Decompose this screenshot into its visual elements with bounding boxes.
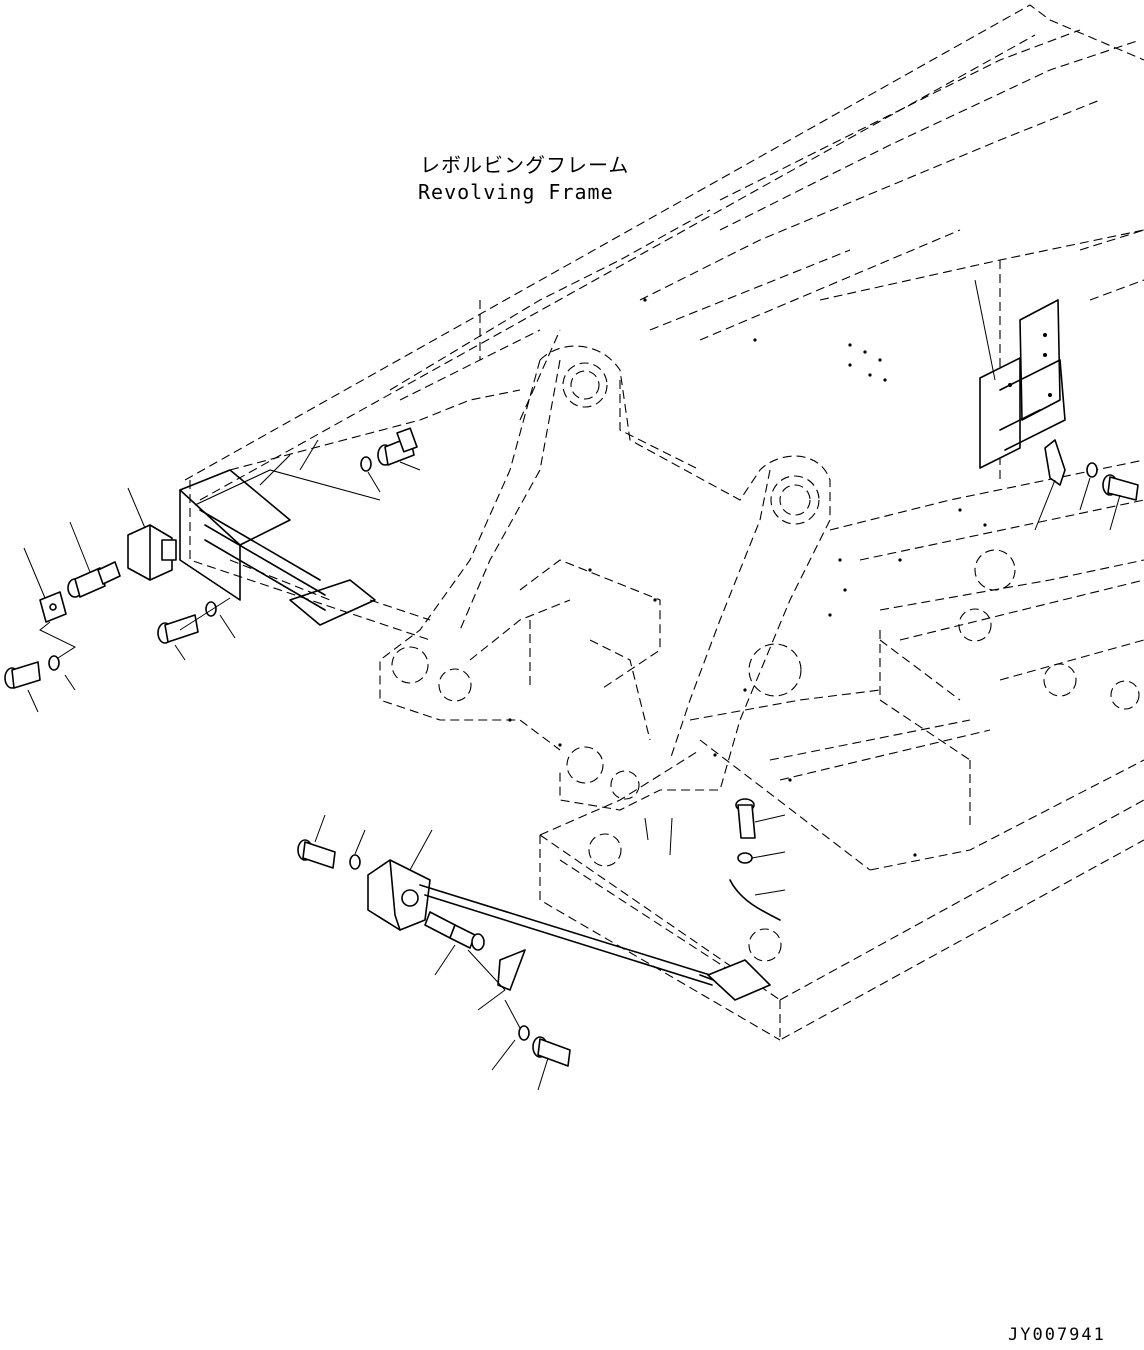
bolt-lower-1 bbox=[297, 839, 336, 869]
washer-top bbox=[360, 456, 372, 472]
bolt-left-1 bbox=[4, 661, 41, 689]
washer-lower-3 bbox=[737, 852, 753, 864]
switch-plug-lower bbox=[424, 911, 485, 951]
washer-left-1 bbox=[48, 655, 60, 671]
clip-right bbox=[1044, 439, 1066, 486]
plate-lower bbox=[497, 949, 526, 991]
washer-right bbox=[1086, 462, 1098, 478]
bracket-right bbox=[979, 299, 1066, 469]
step-rail-assembly bbox=[179, 454, 381, 626]
bolt-lower-2 bbox=[532, 1036, 571, 1067]
light-housing bbox=[367, 859, 431, 931]
frame-label-english: Revolving Frame bbox=[418, 180, 614, 204]
washer-left-2 bbox=[205, 601, 217, 617]
cable-connector bbox=[707, 959, 771, 1001]
bolt-right bbox=[1102, 474, 1139, 501]
plate-left bbox=[39, 591, 67, 623]
washer-lower-2 bbox=[518, 1025, 530, 1041]
revolving-frame-outline bbox=[184, 4, 1144, 1041]
bolt-left-2 bbox=[157, 614, 199, 644]
bolt-lower-3 bbox=[735, 798, 756, 839]
drawing-number: JY007941 bbox=[1008, 1325, 1106, 1345]
switch-housing bbox=[127, 524, 177, 581]
frame-holes bbox=[508, 298, 987, 857]
bolt-top bbox=[377, 427, 418, 466]
boom-bracket bbox=[379, 345, 1140, 962]
leader-lines bbox=[23, 279, 1121, 1091]
switch-plug bbox=[67, 561, 121, 598]
washer-lower-1 bbox=[349, 854, 361, 870]
frame-label-japanese: レボルビングフレーム bbox=[420, 153, 629, 177]
